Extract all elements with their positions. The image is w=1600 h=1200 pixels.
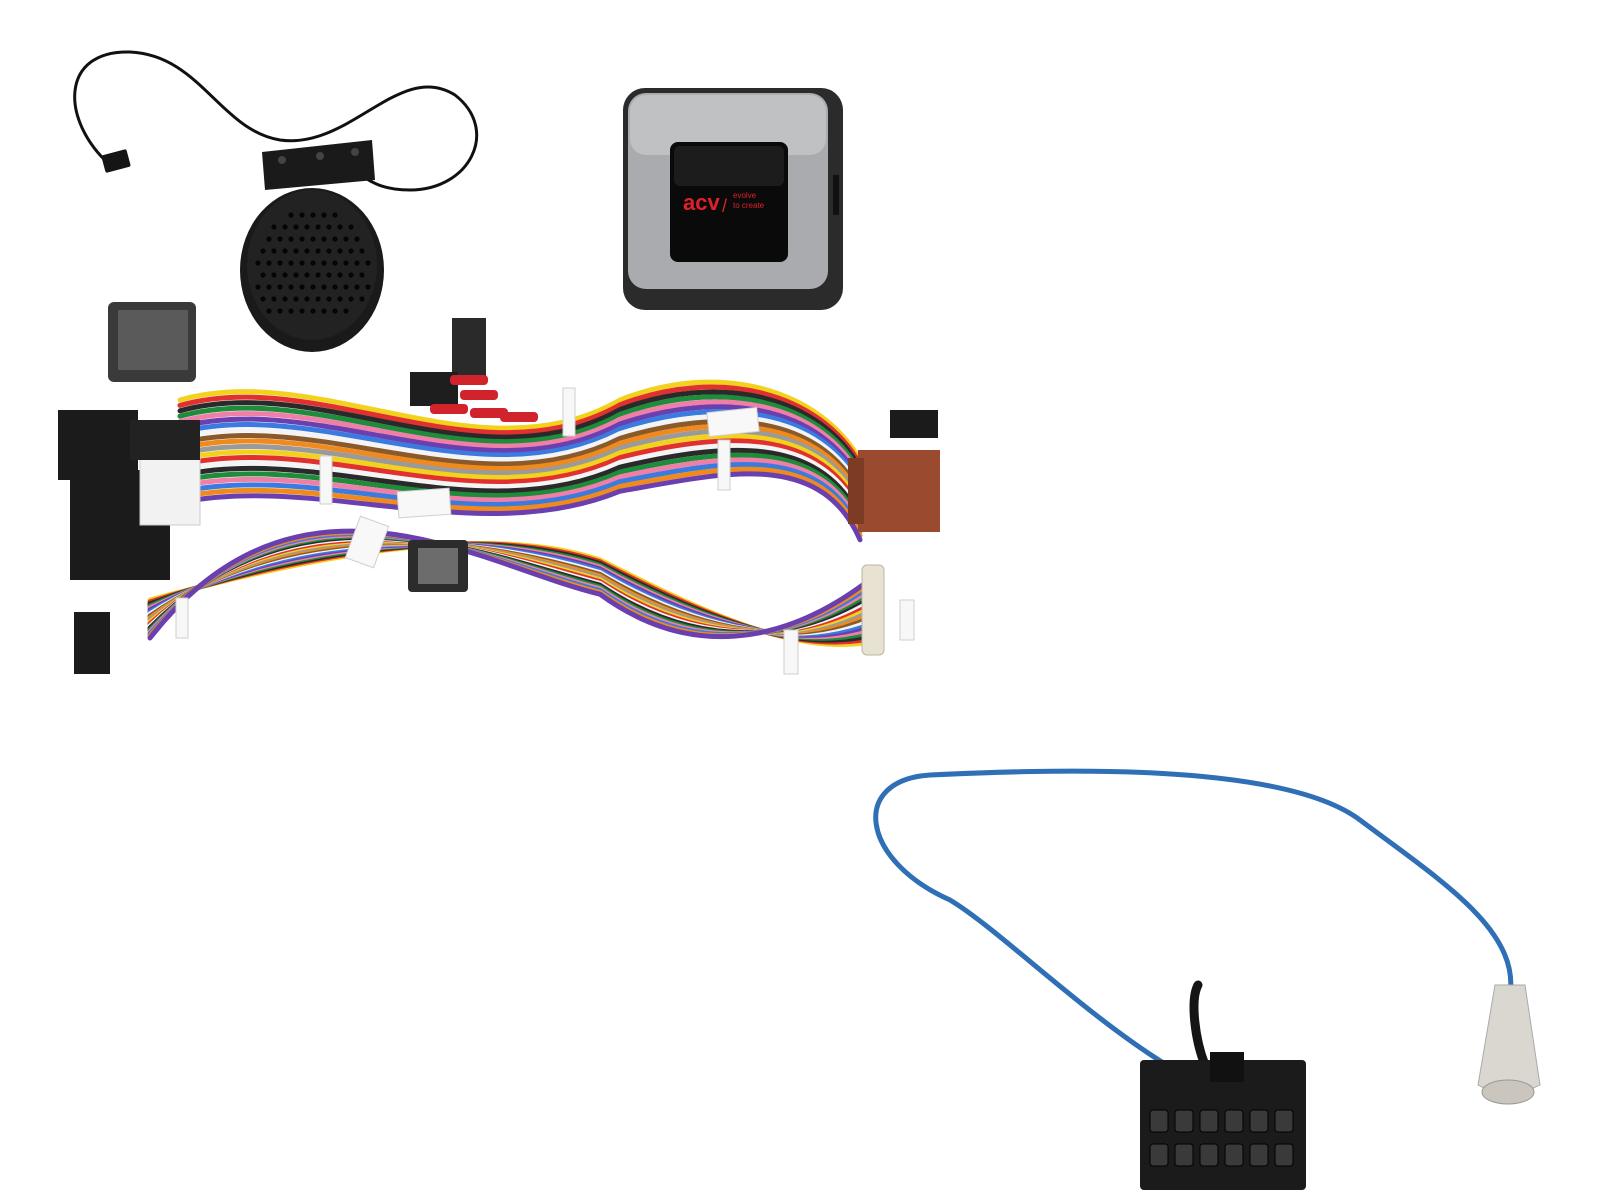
- module-icon: acv / evolve to create: [623, 88, 843, 310]
- svg-text:/: /: [722, 196, 727, 216]
- logo-tagline-2: to create: [733, 201, 765, 210]
- logo-brand: acv: [683, 190, 720, 215]
- speaker-icon: [73, 50, 479, 352]
- antenna-cable-icon: [873, 768, 1541, 1190]
- logo-tagline-1: evolve: [733, 191, 757, 200]
- harness-icon: [58, 302, 940, 675]
